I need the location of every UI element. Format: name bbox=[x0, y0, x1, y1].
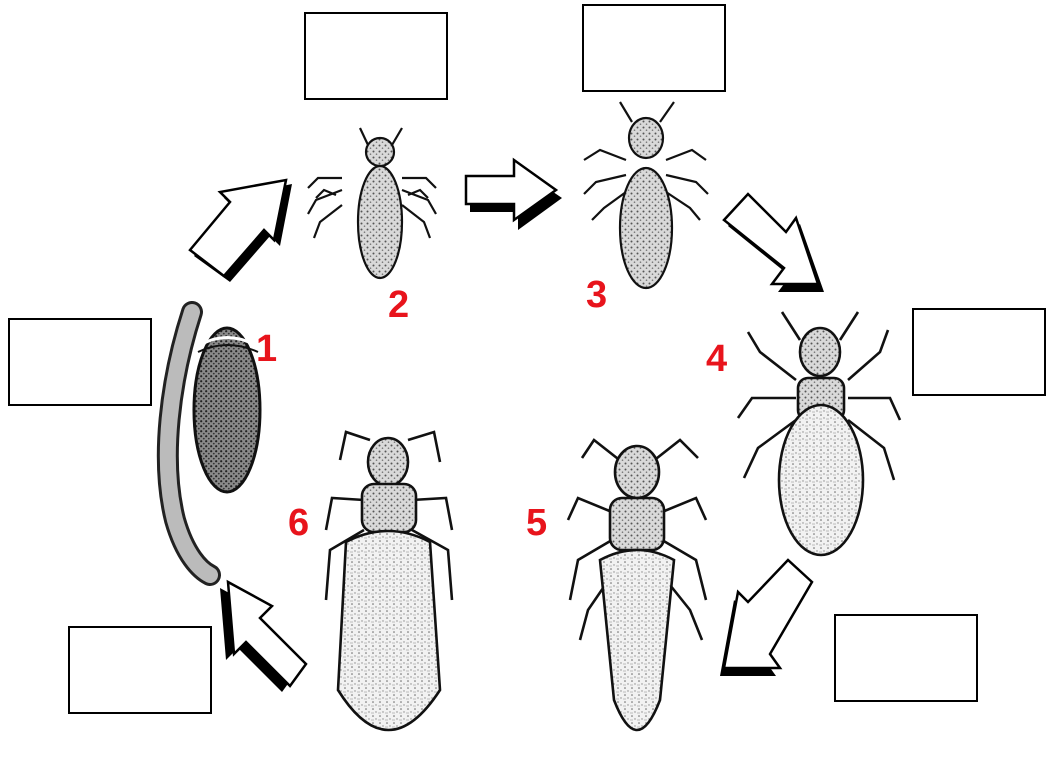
stage-number-5: 5 bbox=[526, 504, 547, 542]
stage-number-1: 1 bbox=[256, 330, 277, 368]
adult-female-illustration bbox=[326, 432, 452, 730]
arrow-icon bbox=[190, 180, 292, 282]
nymph-small-illustration bbox=[308, 128, 436, 278]
egg-on-hair-illustration bbox=[168, 312, 260, 575]
arrow-icon bbox=[220, 582, 306, 692]
label-box-stage-1[interactable] bbox=[8, 318, 152, 406]
stage-number-3: 3 bbox=[586, 276, 607, 314]
nymph-medium-illustration bbox=[584, 102, 708, 288]
adult-male-illustration bbox=[568, 440, 706, 730]
label-box-stage-2[interactable] bbox=[304, 12, 448, 100]
stage-number-2: 2 bbox=[388, 286, 409, 324]
nymph-large-illustration bbox=[738, 312, 900, 555]
arrow-icon bbox=[466, 160, 562, 230]
stage-number-4: 4 bbox=[706, 340, 727, 378]
arrow-icon bbox=[724, 194, 824, 292]
arrow-icon bbox=[720, 560, 812, 676]
label-box-stage-3[interactable] bbox=[582, 4, 726, 92]
label-box-stage-4[interactable] bbox=[912, 308, 1046, 396]
label-box-stage-6[interactable] bbox=[68, 626, 212, 714]
stage-number-6: 6 bbox=[288, 504, 309, 542]
label-box-stage-5[interactable] bbox=[834, 614, 978, 702]
